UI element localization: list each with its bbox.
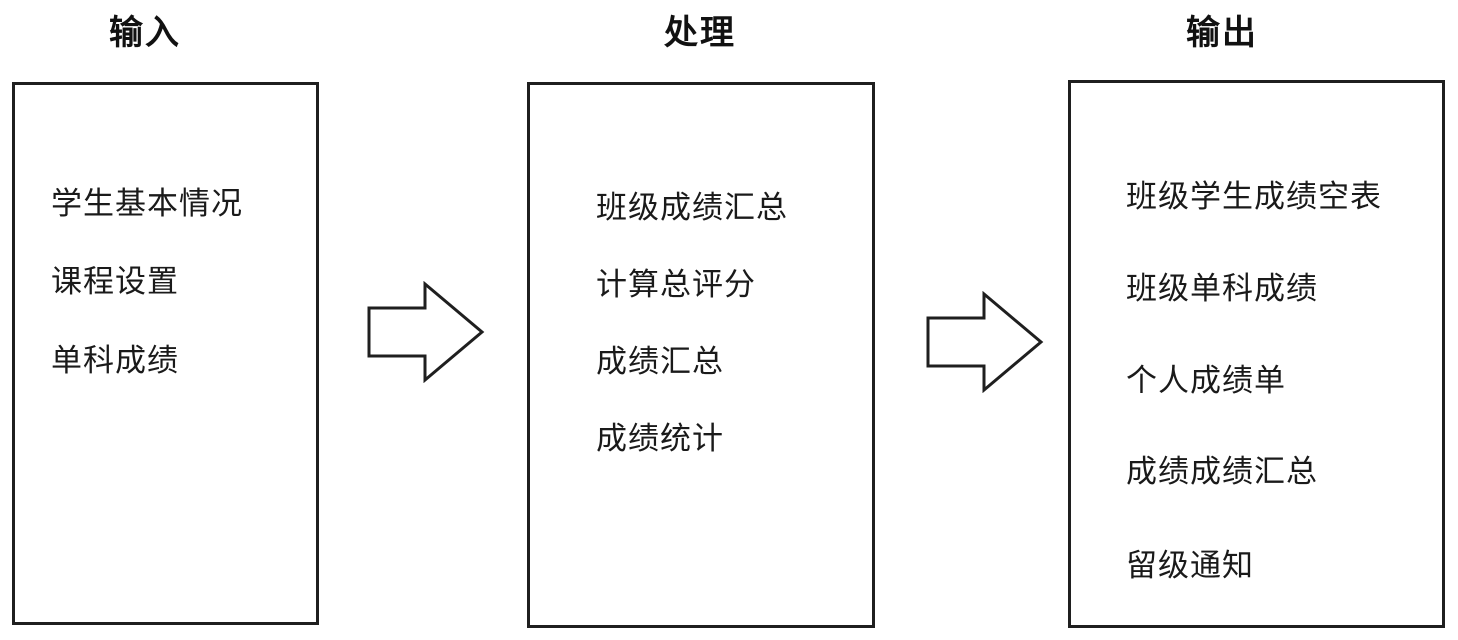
input-item: 学生基本情况 xyxy=(51,186,243,221)
process-item: 成绩统计 xyxy=(596,421,724,456)
output-item: 个人成绩单 xyxy=(1126,363,1286,398)
output-item: 留级通知 xyxy=(1126,548,1254,583)
right-block-arrow xyxy=(926,291,1044,393)
output-box: 班级学生成绩空表 班级单科成绩 个人成绩单 成绩成绩汇总 留级通知 xyxy=(1068,80,1445,628)
process-item: 计算总评分 xyxy=(596,267,756,302)
column-title-output: 输出 xyxy=(1186,14,1258,52)
process-item: 班级成绩汇总 xyxy=(596,190,788,225)
process-item: 成绩汇总 xyxy=(596,344,724,379)
output-item: 班级单科成绩 xyxy=(1126,271,1318,306)
input-item: 单科成绩 xyxy=(51,343,179,378)
input-box: 学生基本情况 课程设置 单科成绩 xyxy=(12,82,319,625)
column-title-input: 输入 xyxy=(109,14,181,52)
input-item: 课程设置 xyxy=(51,264,179,299)
right-block-arrow xyxy=(367,281,485,383)
output-item: 班级学生成绩空表 xyxy=(1126,179,1382,214)
output-item: 成绩成绩汇总 xyxy=(1126,454,1318,489)
process-box: 班级成绩汇总 计算总评分 成绩汇总 成绩统计 xyxy=(527,82,875,628)
column-title-process: 处理 xyxy=(664,14,736,52)
